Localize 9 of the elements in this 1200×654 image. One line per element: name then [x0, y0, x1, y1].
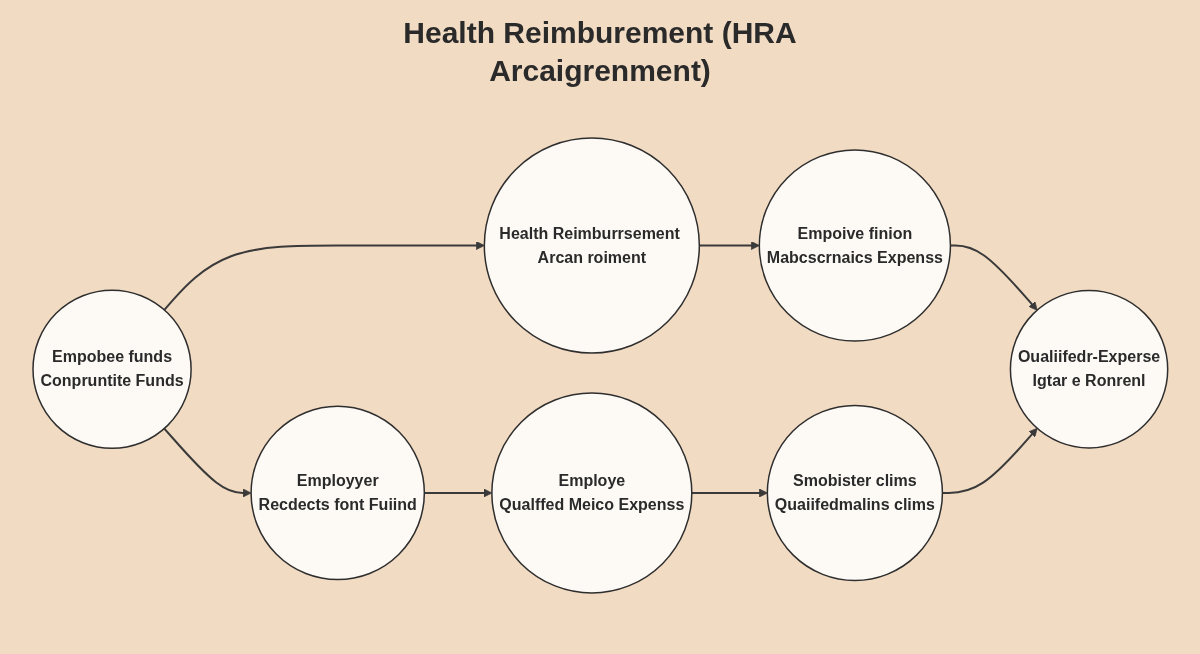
diagram-title: Health Reimburement (HRA Arcaigrenment) [402, 15, 798, 89]
arrow [162, 240, 485, 311]
node-circle: Oualiifedr-Experse Igtar e Ronrenl [1009, 289, 1169, 449]
node-circle: Health Reimburrsement Arcan roiment [483, 136, 700, 354]
node-circle: Employyer Recdects font Fuiind [250, 405, 425, 580]
node-circle: Empobee funds Conpruntite Funds [31, 288, 192, 449]
node-circle: Empoive finion Mabcscrnaics Expenss [758, 148, 951, 342]
node-circle: Employe Qualffed Meico Expenss [490, 391, 693, 594]
node-circle: Smobister clims Quaiifedmalins clims [766, 404, 943, 581]
